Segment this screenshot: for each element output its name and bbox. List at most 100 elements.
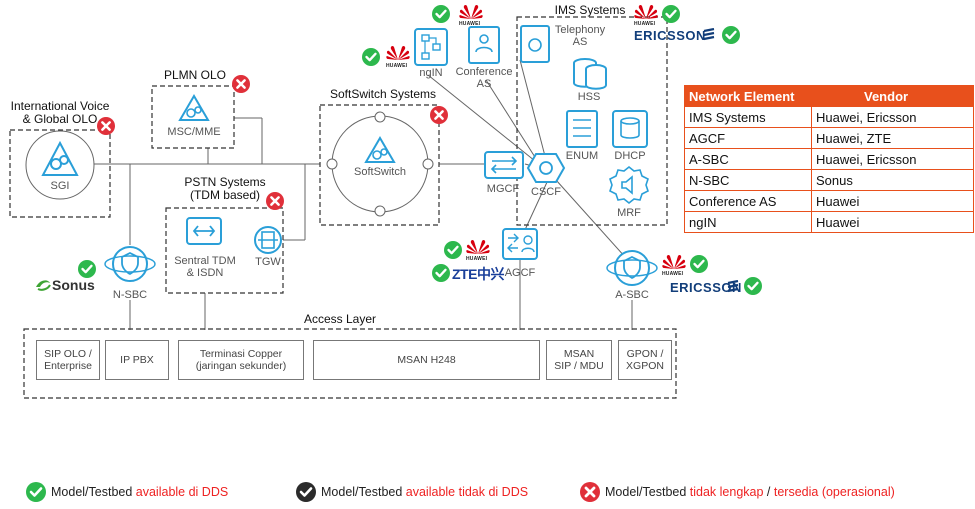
conference-as-label: Conference AS xyxy=(455,66,513,90)
ngin-icon xyxy=(414,28,448,66)
legend-available: Model/Testbed available di DDS xyxy=(26,482,228,502)
access-msan-h248: MSAN H248 xyxy=(313,340,540,380)
cscf-label: CSCF xyxy=(531,186,561,198)
enum-icon xyxy=(566,110,598,148)
sonus-logo: Sonus xyxy=(52,277,95,293)
access-msan-sip: MSAN SIP / MDU xyxy=(546,340,612,380)
ericsson-mark-icon xyxy=(703,28,715,41)
access-sip-olo: SIP OLO / Enterprise xyxy=(36,340,100,380)
softswitch-cross-icon xyxy=(430,106,448,124)
huawei-text-ims: HUAWEI xyxy=(634,21,656,27)
dhcp-label: DHCP xyxy=(614,150,646,162)
sentral-tdm-label: Sentral TDM & ISDN xyxy=(174,255,236,279)
huawei-text-agcf: HUAWEI xyxy=(466,256,488,262)
enum-label: ENUM xyxy=(565,150,599,162)
access-ip-pbx: IP PBX xyxy=(105,340,169,380)
legend-incomplete-red2: tersedia (operasional) xyxy=(773,485,895,499)
table-cell: Sonus xyxy=(811,169,974,191)
mgcf-label: MGCF xyxy=(486,183,520,195)
ericsson-mark-icon xyxy=(727,280,739,293)
huawei-text-asbc: HUAWEI xyxy=(662,271,684,277)
table-cell: Huawei xyxy=(811,211,974,233)
table-header-vendor: Vendor xyxy=(811,85,974,107)
cross-red-icon xyxy=(580,482,600,502)
huawei-logo-agcf xyxy=(466,238,490,256)
table-cell: Huawei, Ericsson xyxy=(811,148,974,170)
a-sbc-icon xyxy=(606,250,658,286)
telephony-as-icon xyxy=(520,25,550,63)
access-layer-title: Access Layer xyxy=(303,312,377,326)
plmn-title: PLMN OLO xyxy=(163,68,226,82)
sgi-label: SGI xyxy=(50,180,70,192)
plmn-cross-icon xyxy=(232,75,250,93)
huawei-text-conference: HUAWEI xyxy=(459,21,481,27)
a-sbc-label: A-SBC xyxy=(615,289,649,301)
dhcp-icon xyxy=(612,110,648,148)
hss-label: HSS xyxy=(577,91,601,103)
telephony-as-label: Telephony AS xyxy=(554,24,606,48)
access-terminasi-copper: Terminasi Copper (jaringan sekunder) xyxy=(178,340,304,380)
huawei-logo-ims xyxy=(634,3,658,21)
ims-ericsson-check-icon xyxy=(722,26,740,44)
table-cell: AGCF xyxy=(684,127,812,149)
nsbc-check-icon xyxy=(78,260,96,278)
mrf-icon xyxy=(609,165,649,205)
conference-as-icon xyxy=(468,26,500,64)
ngin-label: ngIN xyxy=(419,67,443,79)
check-green-icon xyxy=(26,482,46,502)
agcf-zte-check-icon xyxy=(432,264,450,282)
sgi-title: International Voice & Global OLO xyxy=(10,99,110,126)
sentral-tdm-icon xyxy=(186,217,222,245)
pstn-cross-icon xyxy=(266,192,284,210)
conference-check-icon xyxy=(432,5,450,23)
legend-not-in-dds: Model/Testbed available tidak di DDS xyxy=(296,482,528,502)
ericsson-logo-asbc: ERICSSON xyxy=(670,280,742,295)
sgi-icon xyxy=(41,140,79,176)
legend-incomplete-sep: / xyxy=(763,485,774,499)
ims-title: IMS Systems xyxy=(554,3,626,17)
hss-icon xyxy=(573,58,607,90)
legend-incomplete-red1: tidak lengkap xyxy=(689,485,764,499)
zte-logo: ZTE中兴 xyxy=(452,266,504,282)
table-cell: Huawei xyxy=(811,190,974,212)
msc-mme-icon xyxy=(178,94,210,121)
table-header-row: Network Element Vendor xyxy=(684,85,974,107)
legend-incomplete-text: Model/Testbed xyxy=(605,485,690,499)
access-gpon: GPON / XGPON xyxy=(618,340,672,380)
sgi-cross-icon xyxy=(97,117,115,135)
agcf-icon xyxy=(502,228,538,260)
legend-available-text: Model/Testbed xyxy=(51,485,136,499)
cscf-icon xyxy=(526,153,566,183)
table-cell: IMS Systems xyxy=(684,106,812,128)
n-sbc-label: N-SBC xyxy=(112,289,148,301)
table-cell: A-SBC xyxy=(684,148,812,170)
n-sbc-icon xyxy=(104,246,156,282)
ericsson-logo-ims: ERICSSON xyxy=(634,28,706,43)
msc-mme-label: MSC/MME xyxy=(167,126,221,138)
legend-not-in-dds-text: Model/Testbed xyxy=(321,485,406,499)
huawei-logo-conference xyxy=(459,3,483,21)
agcf-label: AGCF xyxy=(504,267,536,279)
legend-not-in-dds-red: available tidak di DDS xyxy=(405,485,529,499)
huawei-logo-asbc xyxy=(662,253,686,271)
table-cell: N-SBC xyxy=(684,169,812,191)
check-dark-icon xyxy=(296,482,316,502)
tgw-icon xyxy=(254,226,282,254)
table-cell: ngIN xyxy=(684,211,812,233)
table-header-element: Network Element xyxy=(684,85,812,107)
asbc-huawei-check-icon xyxy=(690,255,708,273)
huawei-logo-ngin xyxy=(386,44,410,62)
asbc-ericsson-check-icon xyxy=(744,277,762,295)
table-cell: Conference AS xyxy=(684,190,812,212)
mrf-label: MRF xyxy=(617,207,641,219)
ims-check-icon xyxy=(662,5,680,23)
pstn-title: PSTN Systems (TDM based) xyxy=(184,175,266,202)
table-cell: Huawei, ZTE xyxy=(811,127,974,149)
softswitch-label: SoftSwitch xyxy=(354,166,406,178)
huawei-text-ngin: HUAWEI xyxy=(386,63,408,69)
